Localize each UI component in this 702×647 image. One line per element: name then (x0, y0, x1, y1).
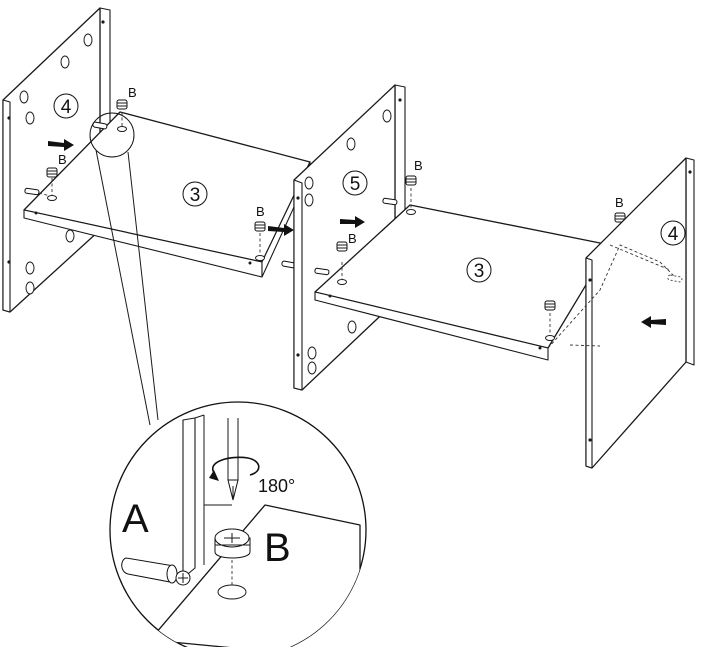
dowel-pin (314, 267, 330, 276)
cam-lock-fitting: B (116, 85, 137, 127)
rotate-arrow-icon (212, 456, 260, 476)
left-side-panel: 4 (2, 7, 111, 313)
fitting-label-b: B (348, 231, 357, 246)
cam-lock-fitting: B (405, 158, 423, 210)
part-label-middle: 5 (350, 174, 361, 195)
cam-lock-b (214, 528, 251, 559)
cam-lock-fitting: B (46, 152, 67, 196)
part-number-badge-shelf-left: 3 (182, 181, 208, 207)
right-side-panel: 4 (585, 157, 695, 469)
insert-arrow-icon (340, 216, 365, 228)
fitting-label-b: B (615, 195, 624, 210)
screwdriver-icon (227, 418, 239, 501)
right-shelf: 3 (314, 204, 625, 361)
insert-arrow-icon (268, 224, 294, 236)
part-label-right-side: 4 (668, 224, 679, 245)
detail-label-b: B (264, 526, 291, 570)
dowel-a (121, 557, 191, 586)
insert-arrow-icon (48, 139, 74, 151)
detail-callout-source (89, 112, 135, 158)
part-number-badge-middle: 5 (342, 170, 368, 196)
part-label-shelf-left: 3 (190, 185, 201, 206)
dowel-pin (667, 274, 683, 283)
rotation-label: 180° (258, 476, 295, 496)
insert-arrow-icon (641, 316, 666, 328)
fitting-label-b: B (414, 158, 423, 173)
fitting-label-b: B (58, 152, 67, 167)
part-number-badge-shelf-right: 3 (466, 257, 492, 283)
cam-lock-fitting (544, 300, 556, 336)
fitting-label-b: B (256, 204, 265, 219)
cam-lock-fitting: B (336, 231, 357, 280)
part-number-badge-left: 4 (53, 93, 79, 119)
dowel-pin (382, 197, 398, 206)
detail-label-a: A (122, 497, 149, 541)
cam-lock-fitting: B (254, 204, 266, 256)
part-number-badge-right: 4 (660, 220, 686, 246)
part-label-left-side: 4 (61, 97, 72, 118)
dowel-pin (24, 187, 51, 197)
fitting-label-b: B (128, 85, 137, 100)
detail-magnifier: A B 180° (109, 401, 367, 647)
part-label-shelf-right: 3 (474, 261, 485, 282)
